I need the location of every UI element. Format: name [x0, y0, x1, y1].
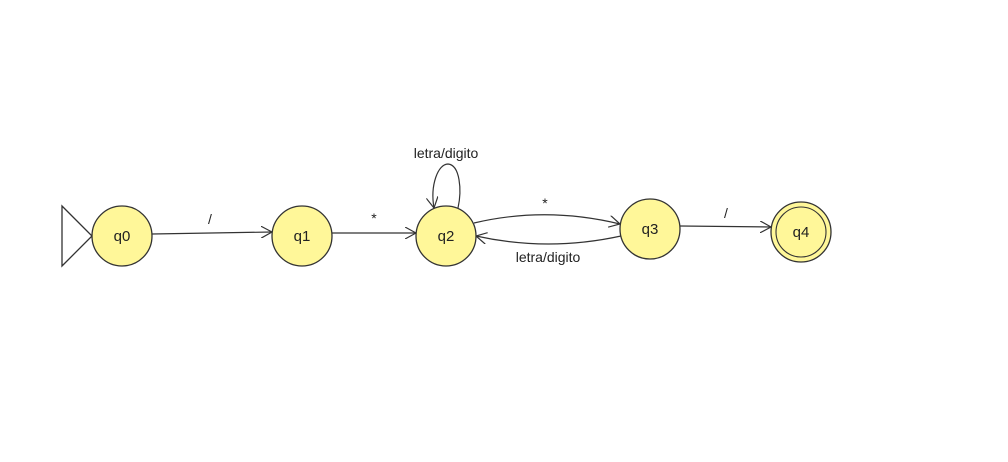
state-inner-circle [775, 206, 827, 258]
transition-label-q0-q1: / [208, 211, 212, 227]
transition-label-q2-q3: * [542, 195, 548, 211]
state-circle [619, 198, 681, 260]
state-label: q4 [793, 224, 810, 241]
state-q3: q3 [619, 198, 681, 260]
state-q2: q2 [415, 205, 477, 267]
state-label: q0 [114, 228, 131, 245]
transitions: / * letra/digito * letra/digito / [151, 145, 771, 265]
transition-q2-q2-loop [433, 163, 461, 208]
transition-label-q3-q2: letra/digito [516, 249, 581, 265]
initial-state-marker [61, 204, 93, 268]
transition-q3-q2 [476, 236, 622, 245]
state-q4-final: q4 [770, 201, 832, 263]
transition-q0-q1 [151, 232, 272, 234]
state-label: q1 [294, 228, 311, 245]
state-label: q2 [438, 228, 455, 245]
state-circle [271, 205, 333, 267]
transition-label-q3-q4: / [724, 205, 728, 221]
state-q1: q1 [271, 205, 333, 267]
transition-q2-q3 [473, 214, 620, 224]
state-label: q3 [642, 221, 659, 238]
state-circle [91, 205, 153, 267]
transition-label-q2-q2: letra/digito [414, 145, 479, 161]
state-q0: q0 [91, 205, 153, 267]
transition-q3-q4 [679, 226, 771, 227]
state-circle [415, 205, 477, 267]
transition-label-q1-q2: * [371, 210, 377, 226]
